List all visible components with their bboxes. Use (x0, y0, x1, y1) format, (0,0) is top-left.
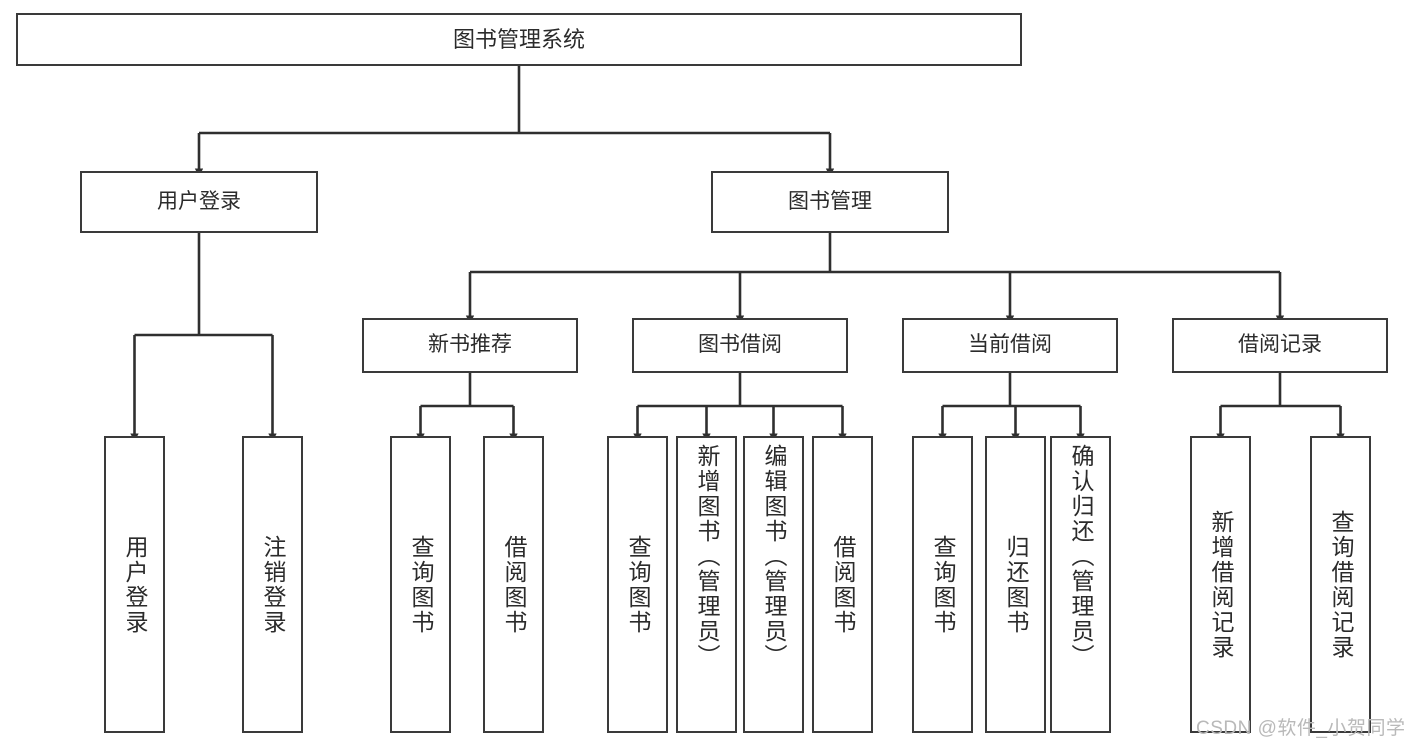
node-label-leaf-query-record: 查询借阅记录 (1328, 509, 1354, 660)
node-label-user-login: 用户登录 (157, 189, 241, 213)
node-label-leaf-query-book: 查询图书 (625, 534, 651, 635)
node-borrow-record: 借阅记录 (1172, 318, 1388, 373)
node-leaf-query-book-cur: 查询图书 (912, 436, 973, 733)
node-leaf-query-book: 查询图书 (607, 436, 668, 733)
node-leaf-borrow-book: 借阅图书 (812, 436, 873, 733)
node-leaf-query-record: 查询借阅记录 (1310, 436, 1371, 733)
node-leaf-logout: 注销登录 (242, 436, 303, 733)
node-root: 图书管理系统 (16, 13, 1022, 66)
node-user-login: 用户登录 (80, 171, 318, 233)
node-label-leaf-borrow-book-rec: 借阅图书 (501, 534, 527, 635)
node-label-book-borrow: 图书借阅 (698, 333, 782, 357)
node-leaf-return-book: 归还图书 (985, 436, 1046, 733)
node-label-leaf-edit-book: 编辑图书（管理员） (761, 444, 787, 669)
node-leaf-borrow-book-rec: 借阅图书 (483, 436, 544, 733)
node-label-leaf-query-book-rec: 查询图书 (408, 534, 434, 635)
node-new-book-rec: 新书推荐 (362, 318, 578, 373)
node-label-leaf-user-login: 用户登录 (122, 534, 148, 635)
node-label-new-book-rec: 新书推荐 (428, 333, 512, 357)
node-label-root: 图书管理系统 (452, 26, 585, 52)
node-label-leaf-add-book: 新增图书（管理员） (694, 444, 720, 669)
node-leaf-query-book-rec: 查询图书 (390, 436, 451, 733)
connector-lines (130, 66, 1345, 442)
node-label-book-manage: 图书管理 (788, 189, 872, 213)
node-leaf-add-record: 新增借阅记录 (1190, 436, 1251, 733)
node-label-borrow-record: 借阅记录 (1238, 333, 1322, 357)
node-label-leaf-return-book: 归还图书 (1003, 534, 1029, 635)
node-label-leaf-add-record: 新增借阅记录 (1208, 509, 1234, 660)
node-current-borrow: 当前借阅 (902, 318, 1118, 373)
node-label-current-borrow: 当前借阅 (968, 333, 1052, 357)
node-label-leaf-borrow-book: 借阅图书 (830, 534, 856, 635)
node-leaf-confirm-return: 确认归还（管理员） (1050, 436, 1111, 733)
csdn-watermark: CSDN @软件_小贺同学 (1196, 718, 1405, 739)
node-label-leaf-logout: 注销登录 (260, 534, 286, 635)
node-leaf-user-login: 用户登录 (104, 436, 165, 733)
node-leaf-add-book: 新增图书（管理员） (676, 436, 737, 733)
node-label-leaf-query-book-cur: 查询图书 (930, 534, 956, 635)
node-book-manage: 图书管理 (711, 171, 949, 233)
node-book-borrow: 图书借阅 (632, 318, 848, 373)
node-label-leaf-confirm-return: 确认归还（管理员） (1068, 444, 1094, 669)
node-leaf-edit-book: 编辑图书（管理员） (743, 436, 804, 733)
